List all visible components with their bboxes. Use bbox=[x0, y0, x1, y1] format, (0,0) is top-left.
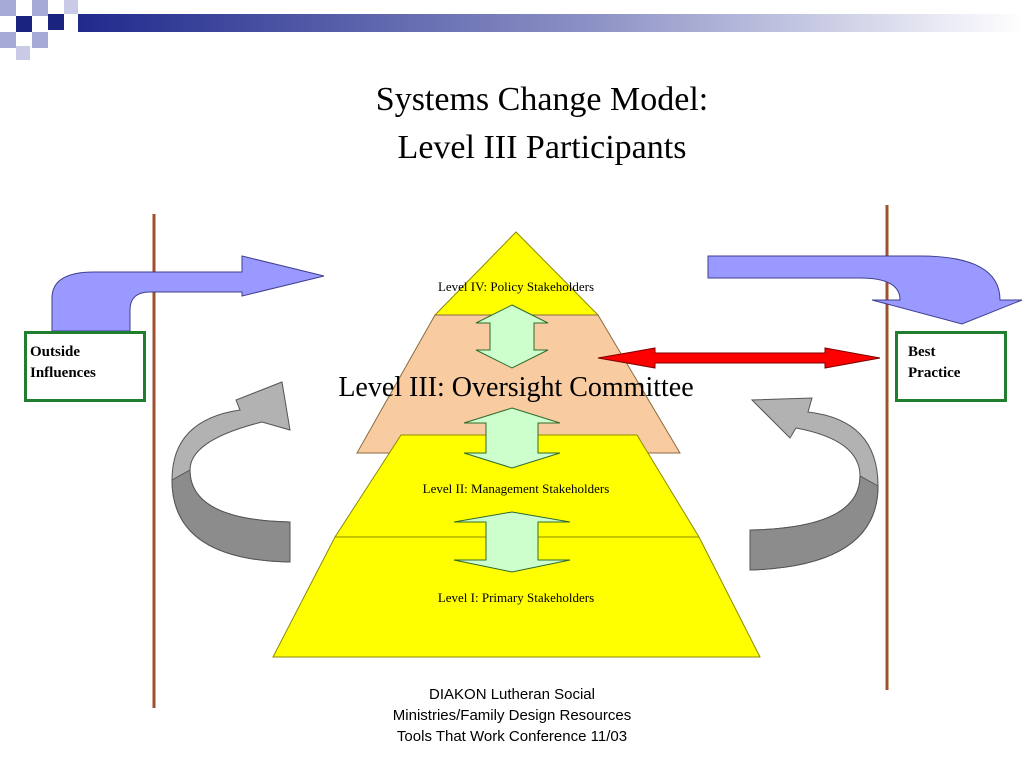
header-gradient-band bbox=[78, 14, 1024, 32]
deco-square bbox=[32, 0, 48, 16]
outside-influences-line-2: Influences bbox=[30, 365, 96, 381]
left-cycle-arrow-shadow bbox=[171, 469, 291, 563]
corner-decoration bbox=[0, 0, 1024, 60]
deco-square bbox=[16, 46, 30, 60]
footer-line-1: DIAKON Lutheran Social bbox=[429, 686, 595, 703]
outside-influence-arrow bbox=[51, 255, 325, 332]
up-down-arrow-2-1 bbox=[453, 511, 571, 573]
pyramid-level-4 bbox=[433, 231, 600, 316]
pyramid-level-1 bbox=[272, 536, 761, 658]
right-cycle-arrow-shadow bbox=[749, 475, 879, 571]
level-1-label: Level I: Primary Stakeholders bbox=[438, 590, 594, 605]
deco-square bbox=[0, 0, 16, 16]
best-practice-arrow bbox=[707, 255, 1023, 325]
deco-square bbox=[16, 0, 32, 16]
outside-influences-box: Outside Influences bbox=[24, 331, 146, 402]
pyramid-level-3 bbox=[356, 314, 681, 454]
level-3-label: Level III: Oversight Committee bbox=[338, 372, 693, 403]
deco-square bbox=[0, 32, 16, 48]
slide-title-line-1: Systems Change Model: bbox=[375, 81, 709, 118]
deco-square bbox=[16, 16, 32, 32]
pyramid bbox=[272, 231, 761, 658]
level-4-label: Level IV: Policy Stakeholders bbox=[438, 279, 594, 294]
up-down-arrow-3-2 bbox=[463, 407, 561, 469]
slide-title-line-2: Level III Participants bbox=[397, 129, 687, 166]
footer-line-3: Tools That Work Conference 11/03 bbox=[396, 728, 628, 745]
deco-square bbox=[32, 32, 48, 48]
footer-line-2: Ministries/Family Design Resources bbox=[392, 707, 632, 724]
outside-influences-line-1: Outside bbox=[30, 344, 81, 360]
deco-square bbox=[48, 14, 64, 30]
best-practice-line-1: Best bbox=[908, 344, 936, 360]
level-2-label: Level II: Management Stakeholders bbox=[423, 481, 610, 496]
up-down-arrow-4-3 bbox=[475, 304, 549, 369]
oversight-best-practice-arrow bbox=[597, 347, 881, 369]
best-practice-box: Best Practice bbox=[895, 331, 1007, 402]
best-practice-line-2: Practice bbox=[908, 365, 961, 381]
deco-square bbox=[64, 0, 78, 14]
